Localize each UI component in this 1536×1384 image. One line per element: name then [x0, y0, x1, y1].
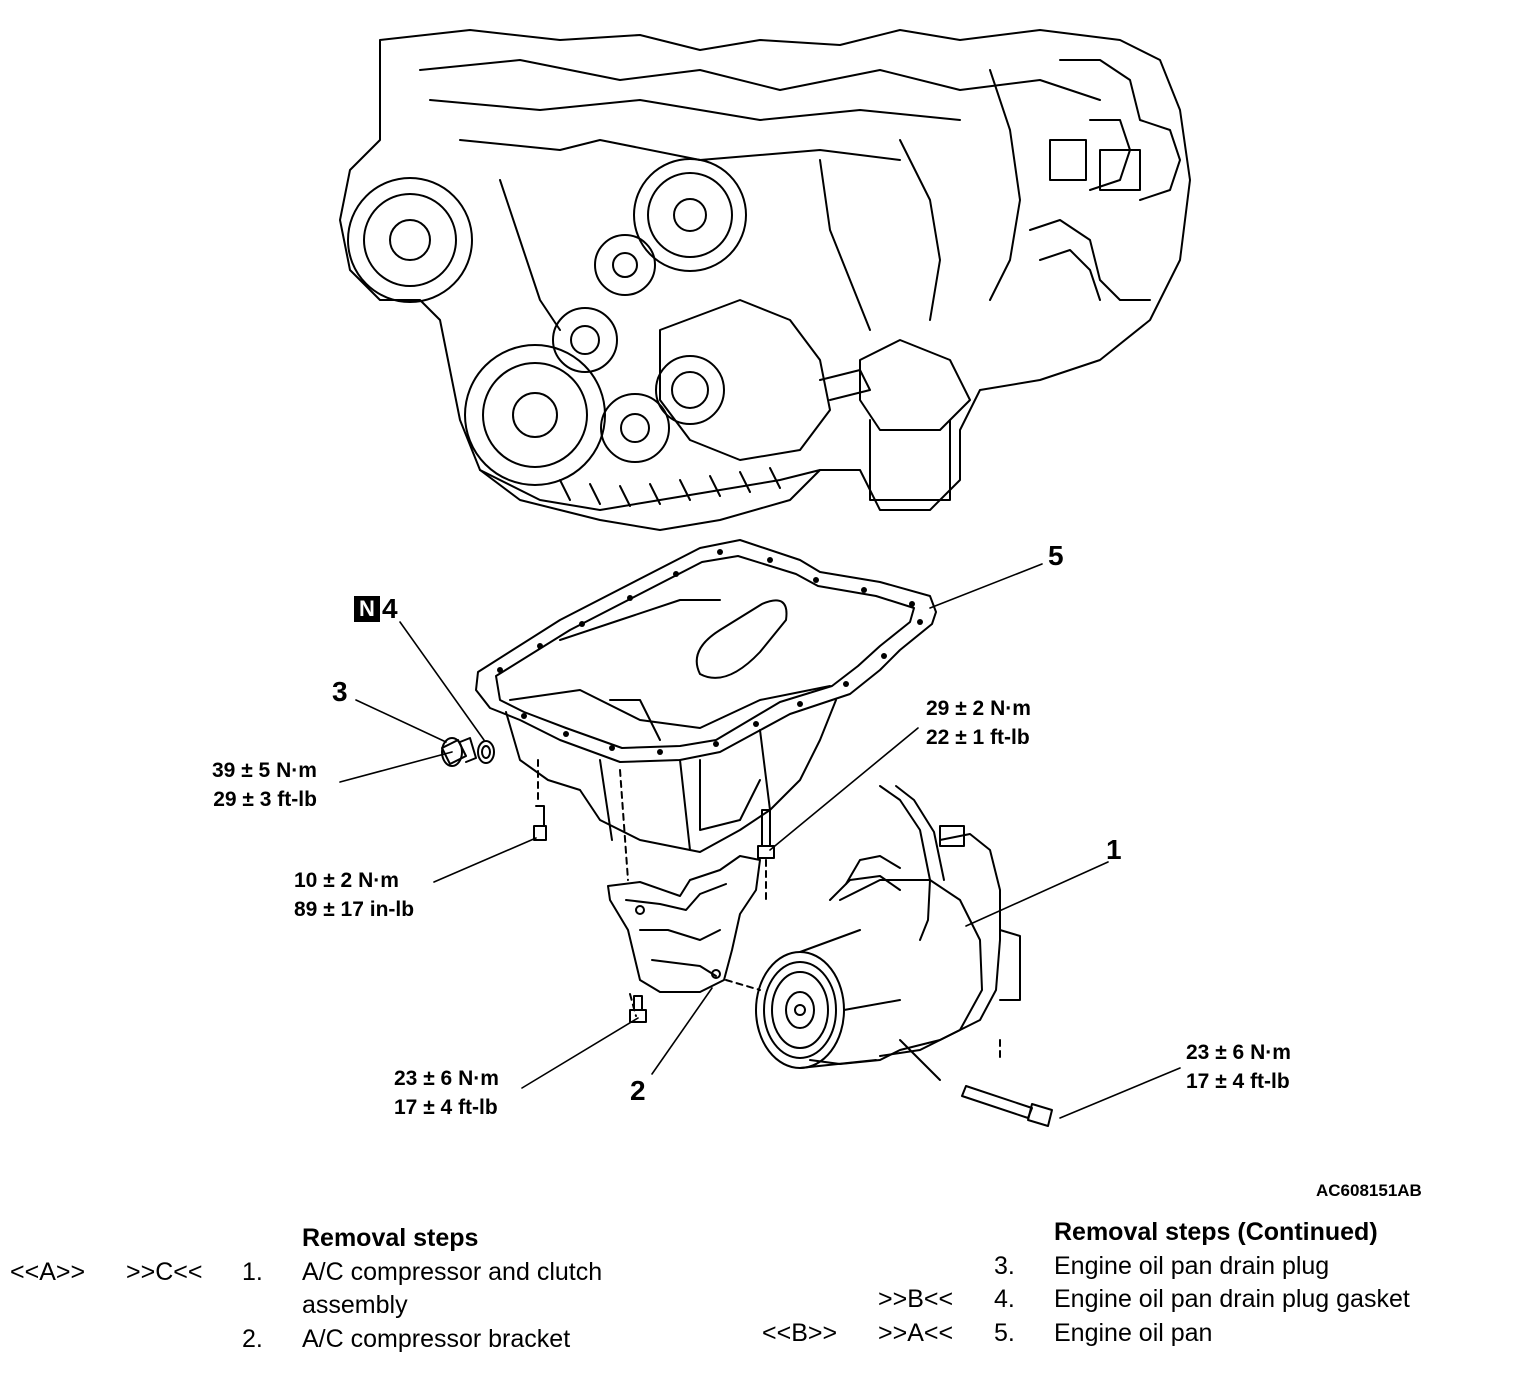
removal-steps-continued-heading: Removal steps (Continued): [1054, 1218, 1378, 1246]
step-text: A/C compressor and clutch: [302, 1258, 603, 1286]
callout-3: 3: [332, 676, 348, 707]
leader-lines: [339, 563, 1181, 1119]
drain-plug-and-gasket: [441, 737, 495, 767]
step-number: 3.: [994, 1252, 1015, 1280]
step-text: Engine oil pan drain plug: [1054, 1252, 1330, 1280]
step-text: Engine oil pan: [1054, 1319, 1213, 1347]
torque-metric: 23 ± 6 N·m: [394, 1067, 499, 1090]
engine-assembly: [339, 29, 1191, 531]
torque-drain-plug: 39 ± 5 N·m 29 ± 3 ft-lb: [212, 756, 317, 814]
torque-metric: 29 ± 2 N·m: [926, 697, 1031, 720]
step-ref: >>A<<: [878, 1319, 954, 1347]
torque-metric: 39 ± 5 N·m: [212, 759, 317, 782]
removal-steps: Removal steps <<A>> >>C<< 1. A/C compres…: [0, 1222, 760, 1372]
step-text: Engine oil pan drain plug gasket: [1054, 1285, 1410, 1313]
step-ref: <<A>>: [10, 1258, 86, 1286]
removal-steps-heading: Removal steps: [302, 1224, 479, 1252]
figure-code: AC608151AB: [1316, 1181, 1422, 1200]
step-number: 2.: [242, 1325, 263, 1353]
step-number: 4.: [994, 1285, 1015, 1313]
torque-imperial: 17 ± 4 ft-lb: [394, 1096, 498, 1119]
torque-compressor-bolt: 23 ± 6 N·m 17 ± 4 ft-lb: [1186, 1038, 1291, 1096]
torque-pan-bolt: 10 ± 2 N·m 89 ± 17 in-lb: [294, 866, 414, 924]
callout-5: 5: [1048, 540, 1064, 571]
callout-1: 1: [1106, 834, 1122, 865]
step-text-continued: assembly: [302, 1291, 408, 1319]
step-ref: <<B>>: [762, 1319, 838, 1347]
torque-bracket-top-bolt: 29 ± 2 N·m 22 ± 1 ft-lb: [926, 694, 1031, 752]
torque-imperial: 89 ± 17 in-lb: [294, 898, 415, 921]
removal-steps-continued: Removal steps (Continued) 3. Engine oil …: [760, 1216, 1536, 1366]
callout-2: 2: [630, 1075, 646, 1106]
new-part-badge: N: [354, 596, 380, 622]
torque-bracket-bottom-bolt: 23 ± 6 N·m 17 ± 4 ft-lb: [394, 1064, 499, 1122]
ac-compressor: [755, 785, 1021, 1081]
torque-imperial: 22 ± 1 ft-lb: [926, 726, 1030, 749]
torque-imperial: 17 ± 4 ft-lb: [1186, 1070, 1290, 1093]
compressor-bolt: [961, 1039, 1053, 1127]
step-text: A/C compressor bracket: [302, 1325, 571, 1353]
torque-metric: 10 ± 2 N·m: [294, 869, 399, 892]
bracket-bolt-top: [757, 809, 775, 901]
step-ref: >>C<<: [126, 1258, 203, 1286]
torque-metric: 23 ± 6 N·m: [1186, 1041, 1291, 1064]
pan-bolt: [533, 759, 547, 841]
step-number: 5.: [994, 1319, 1015, 1347]
step-ref: >>B<<: [878, 1285, 954, 1313]
callout-4-number: 4: [382, 593, 398, 624]
bracket-bolt-bottom: [629, 995, 647, 1023]
compressor-bracket: [607, 769, 761, 1017]
oil-pan: [475, 539, 937, 853]
torque-imperial: 29 ± 3 ft-lb: [213, 788, 317, 811]
step-number: 1.: [242, 1258, 263, 1286]
